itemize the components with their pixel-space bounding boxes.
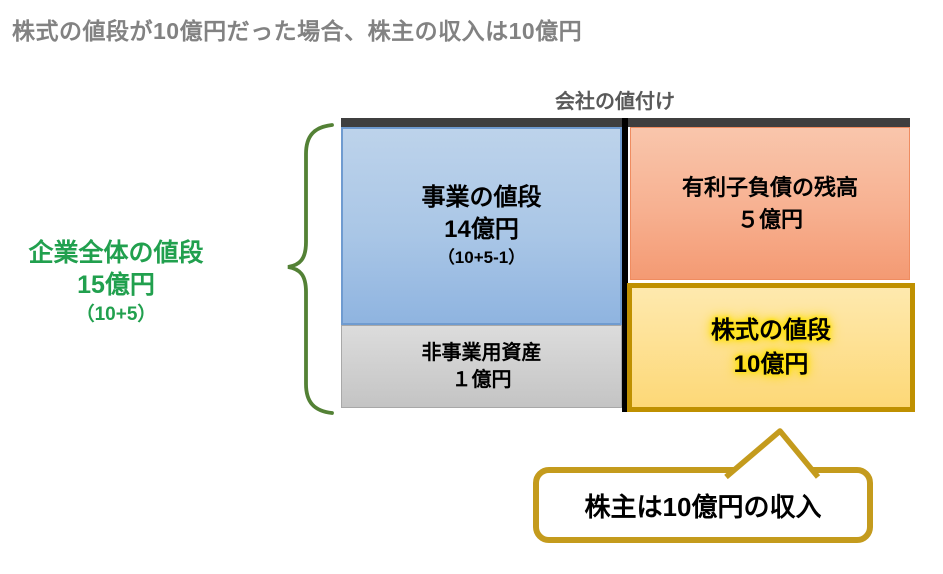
equity-price-box: 株式の値段 10億円	[627, 283, 915, 412]
debt-balance-box: 有利子負債の残高 ５億円	[630, 127, 910, 280]
column-divider	[622, 118, 628, 412]
enterprise-total-formula: （10+5）	[75, 303, 157, 325]
callout-pointer-icon	[724, 428, 821, 480]
enterprise-total-title: 企業全体の値段	[28, 239, 204, 267]
equity-price-title: 株式の値段	[711, 316, 831, 344]
enterprise-total-amount: 15億円	[77, 271, 155, 300]
business-value-formula: （10+5-1）	[437, 248, 526, 268]
page-title: 株式の値段が10億円だった場合、株主の収入は10億円	[12, 18, 583, 44]
business-value-box: 事業の値段 14億円 （10+5-1）	[341, 127, 622, 325]
curly-brace-icon	[287, 123, 334, 415]
enterprise-total-label: 企業全体の値段 15億円 （10+5）	[0, 238, 232, 328]
shareholder-income-callout: 株主は10億円の収入	[533, 467, 873, 543]
company-pricing-label: 会社の値付け	[555, 91, 675, 113]
non-business-assets-amount: １億円	[451, 368, 512, 391]
non-business-assets-title: 非事業用資産	[421, 341, 542, 364]
non-business-assets-box: 非事業用資産 １億円	[341, 325, 622, 408]
equity-price-amount: 10億円	[733, 350, 809, 378]
business-value-title: 事業の値段	[421, 183, 542, 211]
shareholder-income-text: 株主は10億円の収入	[584, 491, 822, 522]
business-value-amount: 14億円	[444, 216, 519, 244]
debt-balance-amount: ５億円	[736, 206, 803, 232]
debt-balance-title: 有利子負債の残高	[681, 174, 858, 200]
